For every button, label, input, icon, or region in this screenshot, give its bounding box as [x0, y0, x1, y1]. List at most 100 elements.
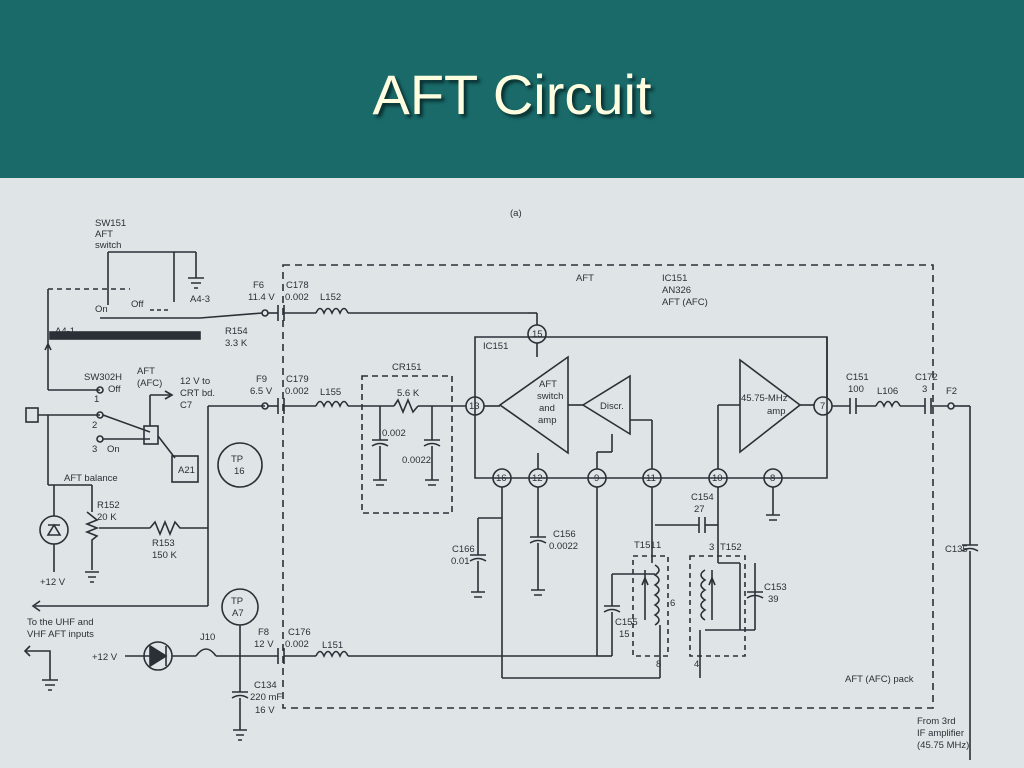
sw151-line2: AFT [95, 229, 113, 240]
t152-p4: 4 [694, 659, 699, 670]
tpa7-circle [221, 588, 259, 626]
f6-name: F6 [253, 280, 264, 291]
cr151-c1: 0.002 [382, 428, 406, 439]
aft-region-label: AFT [576, 273, 594, 284]
tp16-line2: 16 [234, 466, 245, 477]
sw302h-aft: AFT [137, 366, 155, 377]
c153-name: C153 [764, 582, 787, 593]
pin-12-label: 12 [532, 473, 543, 484]
aft-schematic: (a) SW151 AFT switch On Off A4-3 A4-1 SW… [23, 208, 979, 760]
aft-balance-label: AFT balance [64, 473, 118, 484]
t152-p3: 3 [709, 542, 714, 553]
pin-16-label: 16 [496, 473, 507, 484]
sw302h-name: SW302H [84, 372, 122, 383]
pin-13-label: 13 [469, 401, 480, 412]
slide-header: AFT Circuit [0, 0, 1024, 178]
r153-name: R153 [152, 538, 175, 549]
sw151-off: Off [131, 299, 144, 310]
c134-name: C134 [254, 680, 277, 691]
tpa7-line2: A7 [232, 608, 244, 619]
t151-p6: 6 [670, 598, 675, 609]
from-if-line2: IF amplifier [917, 728, 964, 739]
plus12v-left: +12 V [40, 577, 66, 588]
amp-aft-line4: amp [538, 415, 556, 426]
crt-line2: CRT bd. [180, 388, 215, 399]
amp-aft-line2: switch [537, 391, 563, 402]
t151-p8: 8 [656, 659, 661, 670]
sw302h-on: On [107, 444, 120, 455]
c134-voltage: 16 V [255, 705, 275, 716]
ic151-line2: AN326 [662, 285, 691, 296]
c156-name: C156 [553, 529, 576, 540]
to-uhf-line1: To the UHF and [27, 617, 94, 628]
aft-pack-boundary [282, 264, 934, 709]
sw302h-pin1: 1 [94, 394, 99, 405]
c154-name: C154 [691, 492, 714, 503]
c153-value: 39 [768, 594, 779, 605]
c151-name: C151 [846, 372, 869, 383]
c178-value: 0.002 [285, 292, 309, 303]
f2-label: F2 [946, 386, 957, 397]
amp-aft-line1: AFT [539, 379, 557, 390]
sw302h-afc: (AFC) [137, 378, 162, 389]
from-if-line3: (45.75 MHz) [917, 740, 969, 751]
pin-7-label: 7 [820, 401, 825, 412]
sw302h-off: Off [108, 384, 121, 395]
sw151-on: On [95, 304, 108, 315]
from-if-line1: From 3rd [917, 716, 956, 727]
crt-line3: C7 [180, 400, 192, 411]
t151-p1: 1 [656, 540, 661, 551]
l152-label: L152 [320, 292, 341, 303]
pack-label: AFT (AFC) pack [845, 674, 914, 685]
ic151-box-label: IC151 [483, 341, 508, 352]
l151-label: L151 [322, 640, 343, 651]
c134-value: 220 mF [250, 692, 282, 703]
c135-label: C135 [945, 544, 968, 555]
c172-name: C172 [915, 372, 938, 383]
cr151-r: 5.6 K [397, 388, 420, 399]
l155-label: L155 [320, 387, 341, 398]
zener-diode [39, 515, 69, 545]
c179-name: C179 [286, 374, 309, 385]
to-uhf-line2: VHF AFT inputs [27, 629, 94, 640]
sw151-a41: A4-1 [55, 326, 75, 337]
sw151-name: SW151 [95, 218, 126, 229]
c155-name: C155 [615, 617, 638, 628]
r154-name: R154 [225, 326, 248, 337]
crt-line1: 12 V to [180, 376, 210, 387]
pin-15-label: 15 [532, 329, 543, 340]
cr151-name: CR151 [392, 362, 422, 373]
sw302h-pin2: 2 [92, 420, 97, 431]
slide-title: AFT Circuit [372, 63, 652, 126]
amp-if-line1: 45.75-MHz [741, 393, 788, 404]
r153-value: 150 K [152, 550, 177, 561]
c156-value: 0.0022 [549, 541, 578, 552]
if-amp-triangle [739, 358, 802, 454]
f8-name: F8 [258, 627, 269, 638]
amp-if-line2: amp [767, 406, 785, 417]
c178-name: C178 [286, 280, 309, 291]
c166-name: C166 [452, 544, 475, 555]
j10-label: J10 [200, 632, 215, 643]
tpa7-line1: TP [231, 596, 243, 607]
f8-voltage: 12 V [254, 639, 274, 650]
schematic-scan: (a) SW151 AFT switch On Off A4-3 A4-1 SW… [0, 178, 1024, 768]
cr151-box [361, 375, 453, 514]
cr151-c2: 0.0022 [402, 455, 431, 466]
c155-value: 15 [619, 629, 630, 640]
figure-caption: (a) [510, 208, 522, 219]
plus12v-bottom: +12 V [92, 652, 118, 663]
c179-value: 0.002 [285, 386, 309, 397]
pin-10-label: 10 [712, 473, 723, 484]
a21-label: A21 [178, 465, 195, 476]
c154-value: 27 [694, 504, 705, 515]
c176-value: 0.002 [285, 639, 309, 650]
pin-11-label: 11 [646, 473, 656, 484]
pin-9-label: 9 [594, 473, 599, 484]
sw151-a43: A4-3 [190, 294, 210, 305]
pin-8-label: 8 [770, 473, 775, 484]
ic151-box [474, 336, 828, 479]
c172-value: 3 [922, 384, 927, 395]
sw151-line3: switch [95, 240, 121, 251]
r154-value: 3.3 K [225, 338, 248, 349]
